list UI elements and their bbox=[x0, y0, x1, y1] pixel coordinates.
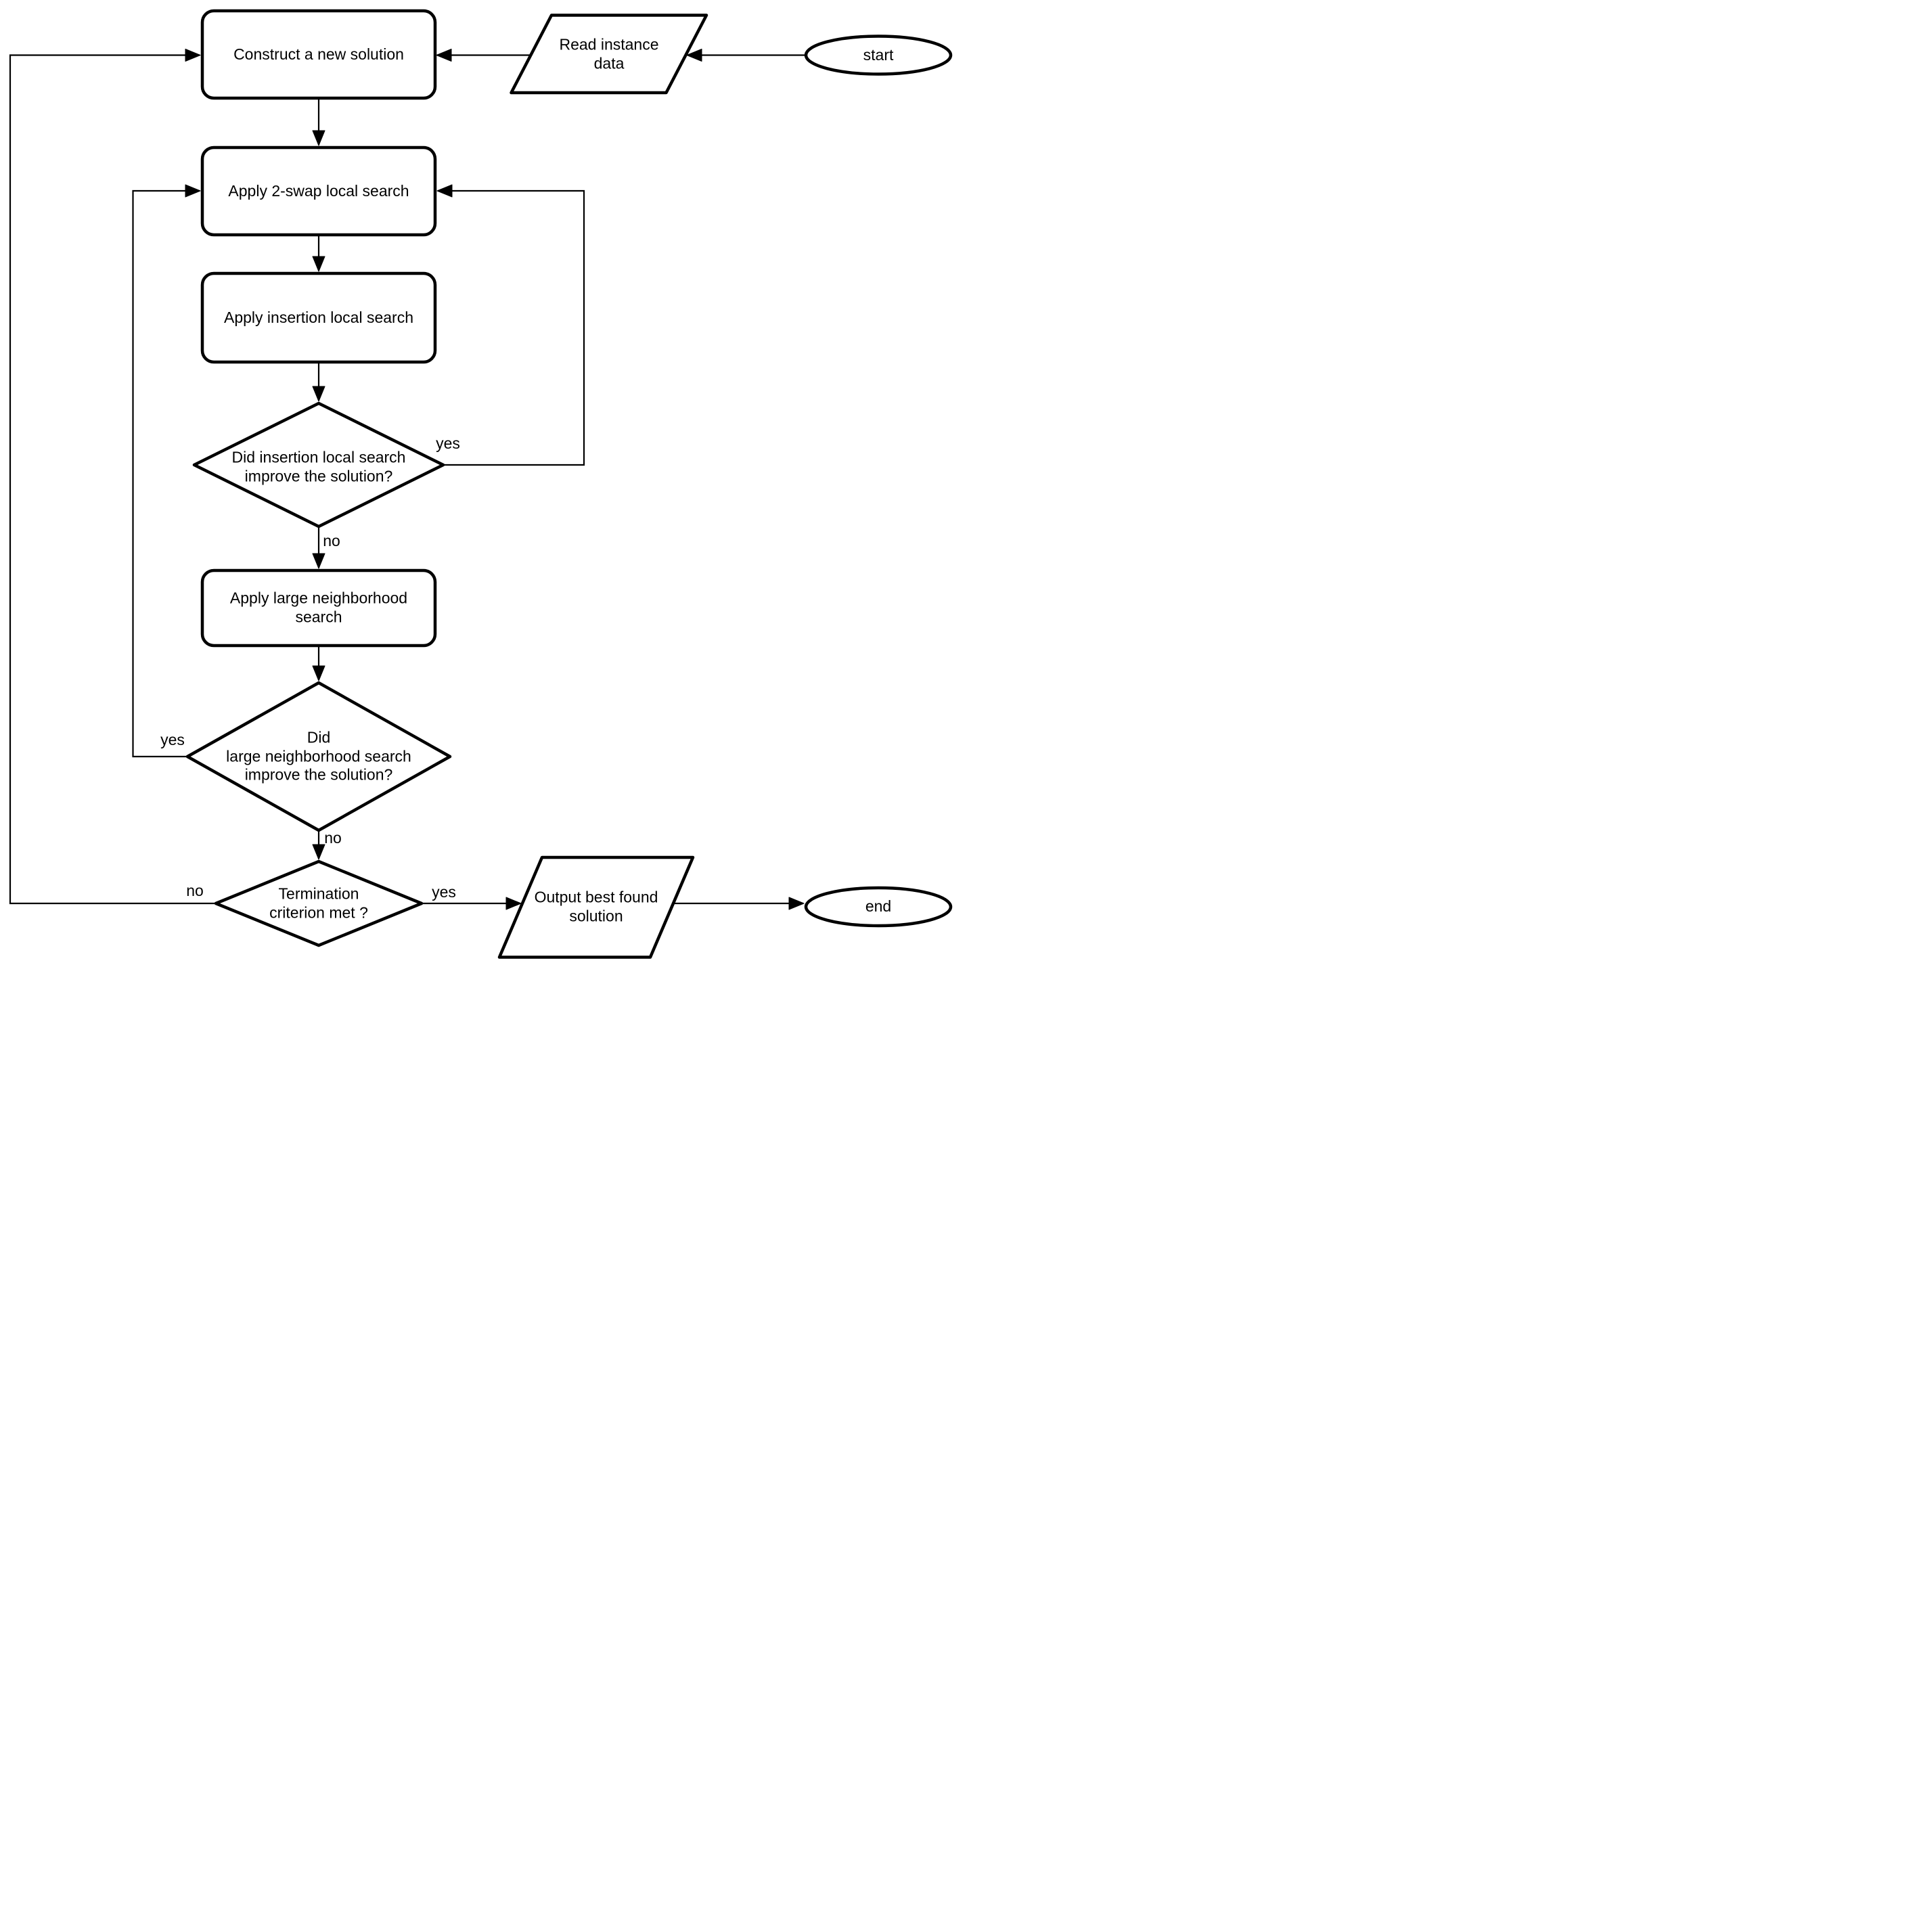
output-solution-label: Output best found solution bbox=[534, 888, 658, 924]
termination-decision-label: Termination criterion met ? bbox=[269, 884, 368, 921]
insertion-search-shape bbox=[200, 271, 437, 364]
edge-lns-yes-loop bbox=[132, 184, 201, 758]
construct-solution-label: Construct a new solution bbox=[233, 45, 404, 63]
read-instance-data-shape bbox=[510, 14, 708, 95]
two-swap-search-label: Apply 2-swap local search bbox=[228, 181, 409, 200]
edge-termination-no-loop bbox=[9, 49, 216, 905]
lns-label: Apply large neighborhood search bbox=[229, 589, 408, 625]
insertion-no-label: no bbox=[323, 532, 340, 550]
termination-decision-shape bbox=[214, 859, 424, 947]
termination-yes-label: yes bbox=[432, 883, 456, 901]
end-label: end bbox=[865, 897, 892, 916]
lns-decision-shape bbox=[185, 681, 452, 832]
insertion-yes-label: yes bbox=[436, 434, 460, 453]
two-swap-search-shape bbox=[200, 145, 437, 237]
edge-insertion-yes-loop bbox=[436, 184, 585, 466]
start-label: start bbox=[863, 45, 894, 64]
flowchart-canvas: start Read instance data Construct a new… bbox=[0, 0, 958, 966]
lns-no-label: no bbox=[324, 829, 342, 847]
lns-shape bbox=[200, 568, 437, 648]
read-instance-data-label: Read instance data bbox=[559, 35, 659, 72]
end-terminator-shape bbox=[804, 886, 953, 928]
lns-decision-label: Did large neighborhood search improve th… bbox=[226, 728, 411, 784]
insertion-decision-shape bbox=[192, 401, 445, 529]
lns-yes-label: yes bbox=[160, 731, 185, 749]
start-terminator-shape bbox=[804, 35, 953, 76]
insertion-search-label: Apply insertion local search bbox=[224, 308, 413, 326]
construct-solution-shape bbox=[200, 9, 437, 100]
flowchart-drawing bbox=[9, 9, 953, 959]
output-solution-shape bbox=[497, 855, 695, 959]
insertion-decision-label: Did insertion local search improve the s… bbox=[231, 448, 406, 485]
termination-no-label: no bbox=[186, 882, 204, 900]
